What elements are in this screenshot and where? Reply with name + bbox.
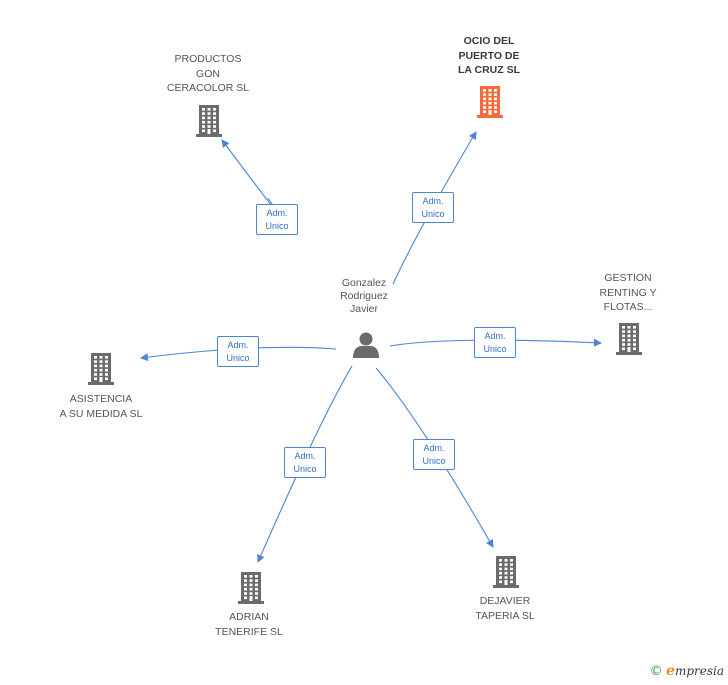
node-label-adrian-tenerife[interactable]: ADRIAN TENERIFE SL bbox=[215, 611, 283, 638]
building-icon[interactable] bbox=[493, 556, 519, 588]
node-label-productos-gon[interactable]: PRODUCTOS GON CERACOLOR SL bbox=[166, 53, 250, 94]
edge-adrian-tenerife bbox=[257, 365, 353, 563]
edge-label-gestion-renting[interactable]: Adm. Unico bbox=[474, 327, 516, 358]
building-icon[interactable] bbox=[88, 353, 114, 385]
edge-gestion-renting bbox=[389, 338, 602, 347]
building-icon[interactable] bbox=[616, 323, 642, 355]
node-label-asistencia[interactable]: ASISTENCIA A SU MEDIDA SL bbox=[59, 393, 143, 420]
building-icon[interactable] bbox=[196, 105, 222, 137]
edge-label-adrian-tenerife[interactable]: Adm. Unico bbox=[284, 447, 326, 478]
edge-label-dejavier[interactable]: Adm. Unico bbox=[413, 439, 455, 470]
node-label-dejavier[interactable]: DEJAVIER TAPERIA SL bbox=[475, 595, 535, 622]
empresia-watermark[interactable]: © empresia bbox=[650, 663, 724, 679]
edge-label-ocio-puerto[interactable]: Adm. Unico bbox=[412, 192, 454, 223]
person-icon[interactable] bbox=[353, 332, 379, 359]
center-person-name[interactable]: Gonzalez Rodriguez Javier bbox=[340, 277, 388, 315]
brand-rest: mpresia bbox=[674, 664, 724, 678]
edge-productos-gon bbox=[221, 139, 276, 210]
copyright-symbol: © bbox=[649, 664, 663, 679]
building-icon[interactable] bbox=[238, 572, 264, 604]
brand-name: empresia bbox=[666, 663, 724, 679]
edge-label-productos-gon[interactable]: Adm. Unico bbox=[256, 204, 298, 235]
building-icon[interactable] bbox=[477, 86, 503, 118]
node-label-ocio-puerto[interactable]: OCIO DEL PUERTO DE LA CRUZ SL bbox=[457, 35, 521, 76]
edge-dejavier bbox=[375, 367, 494, 548]
node-label-gestion-renting[interactable]: GESTION RENTING Y FLOTAS... bbox=[599, 272, 657, 313]
edge-label-asistencia[interactable]: Adm. Unico bbox=[217, 336, 259, 367]
brand-initial: e bbox=[666, 663, 675, 679]
